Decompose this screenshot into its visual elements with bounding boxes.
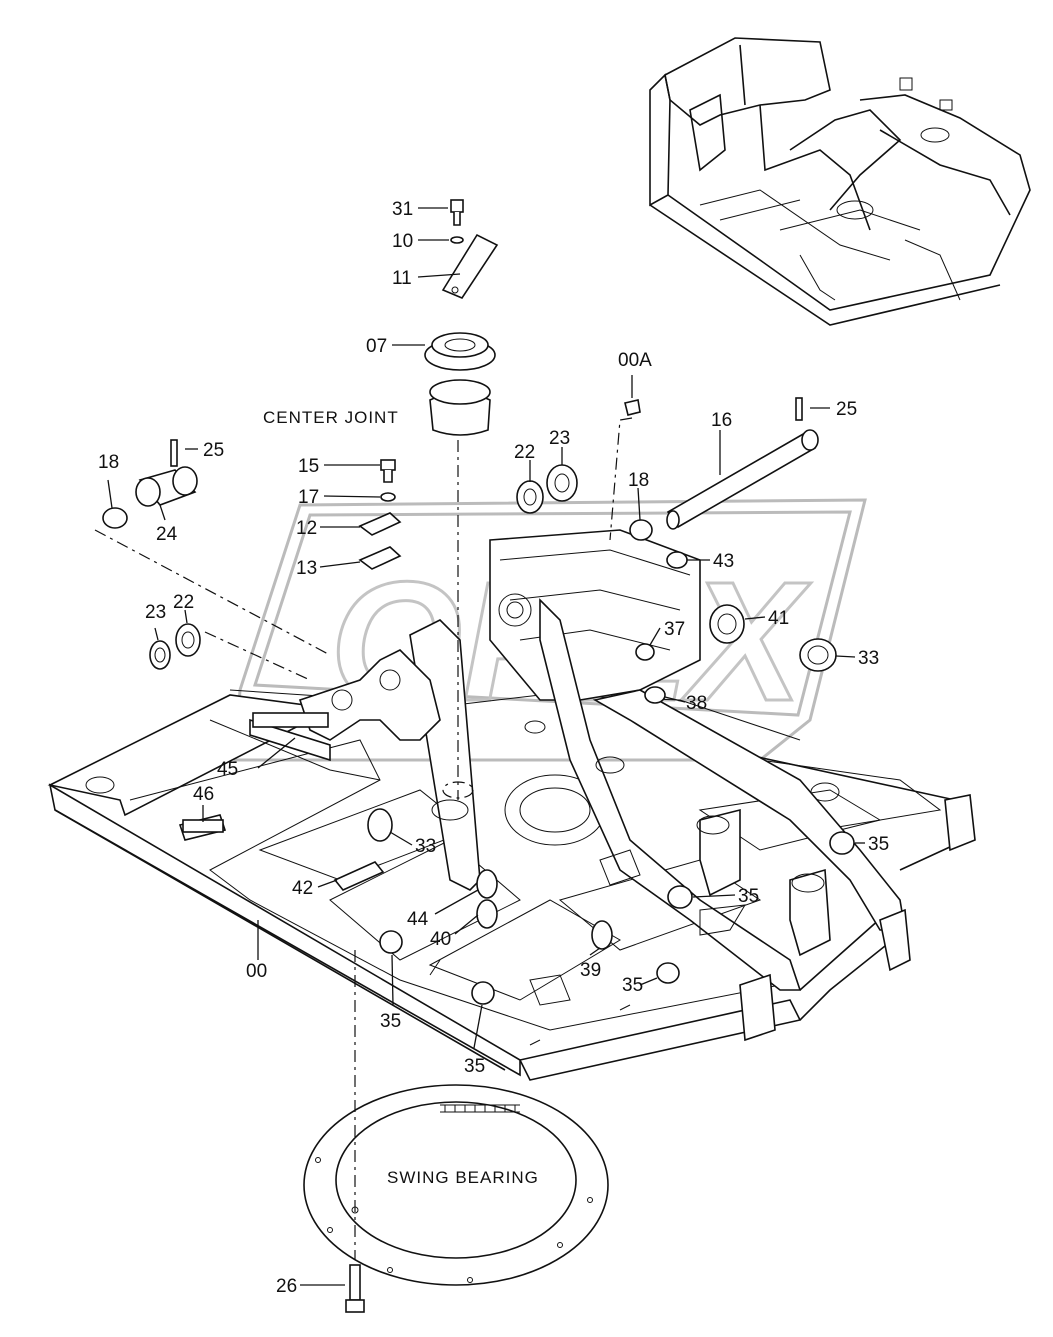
callout-00A: 00A — [618, 350, 652, 371]
callout-46: 46 — [193, 784, 214, 805]
callout-33-right: 33 — [858, 648, 879, 669]
callout-13: 13 — [296, 558, 317, 579]
callout-22-top: 22 — [514, 442, 535, 463]
center-joint-label: CENTER JOINT — [263, 408, 399, 427]
callout-10: 10 — [392, 231, 413, 252]
leader-lines — [107, 207, 865, 1286]
rubber-mounts — [182, 551, 855, 1005]
callout-17: 17 — [298, 487, 319, 508]
callout-35-front: 35 — [622, 975, 643, 996]
callout-39: 39 — [580, 960, 601, 981]
callout-35-right: 35 — [868, 834, 889, 855]
callout-45: 45 — [217, 759, 238, 780]
callout-18-left: 18 — [98, 452, 119, 473]
callout-00: 00 — [246, 961, 267, 982]
callout-31: 31 — [392, 199, 413, 220]
excavator-thumbnail — [649, 37, 1031, 326]
callout-37: 37 — [664, 619, 685, 640]
callout-25-left: 25 — [203, 440, 224, 461]
upper-frame — [47, 529, 976, 1081]
callout-22-left: 22 — [173, 592, 194, 613]
callout-40: 40 — [430, 929, 451, 950]
callout-numbers: 31 10 11 07 00A 16 25 25 18 18 24 15 17 … — [98, 199, 889, 1297]
swing-bearing-label: SWING BEARING — [387, 1168, 539, 1187]
callout-24: 24 — [156, 524, 178, 545]
callout-15: 15 — [298, 456, 319, 477]
center-joint — [429, 379, 491, 800]
pin-24 — [135, 439, 198, 507]
callout-25-right: 25 — [836, 399, 857, 420]
callout-23-top: 23 — [549, 428, 570, 449]
callout-23-left: 23 — [145, 602, 166, 623]
callout-38: 38 — [686, 693, 707, 714]
bushing-07 — [424, 332, 496, 371]
plug-00A — [609, 375, 641, 541]
bolt-26 — [345, 950, 365, 1313]
parts-31-10-11 — [441, 199, 499, 299]
callout-42: 42 — [292, 878, 313, 899]
callout-12: 12 — [296, 518, 317, 539]
callout-33-center: 33 — [415, 836, 436, 857]
callout-18-right: 18 — [628, 470, 649, 491]
callout-26: 26 — [276, 1276, 297, 1297]
callout-44: 44 — [407, 909, 429, 930]
callout-43: 43 — [713, 551, 734, 572]
callout-07: 07 — [366, 336, 387, 357]
callout-35-mid: 35 — [738, 886, 759, 907]
callout-35-left: 35 — [380, 1011, 401, 1032]
parts-15-17-12-13 — [358, 459, 402, 570]
swing-bearing — [303, 1084, 609, 1286]
callout-16: 16 — [711, 410, 732, 431]
rings-18 — [94, 507, 653, 656]
shims-22-23 — [149, 464, 578, 681]
pin-16 — [666, 397, 819, 530]
callout-11: 11 — [392, 268, 412, 289]
callout-41: 41 — [768, 608, 789, 629]
callout-35-bottom: 35 — [464, 1056, 485, 1077]
